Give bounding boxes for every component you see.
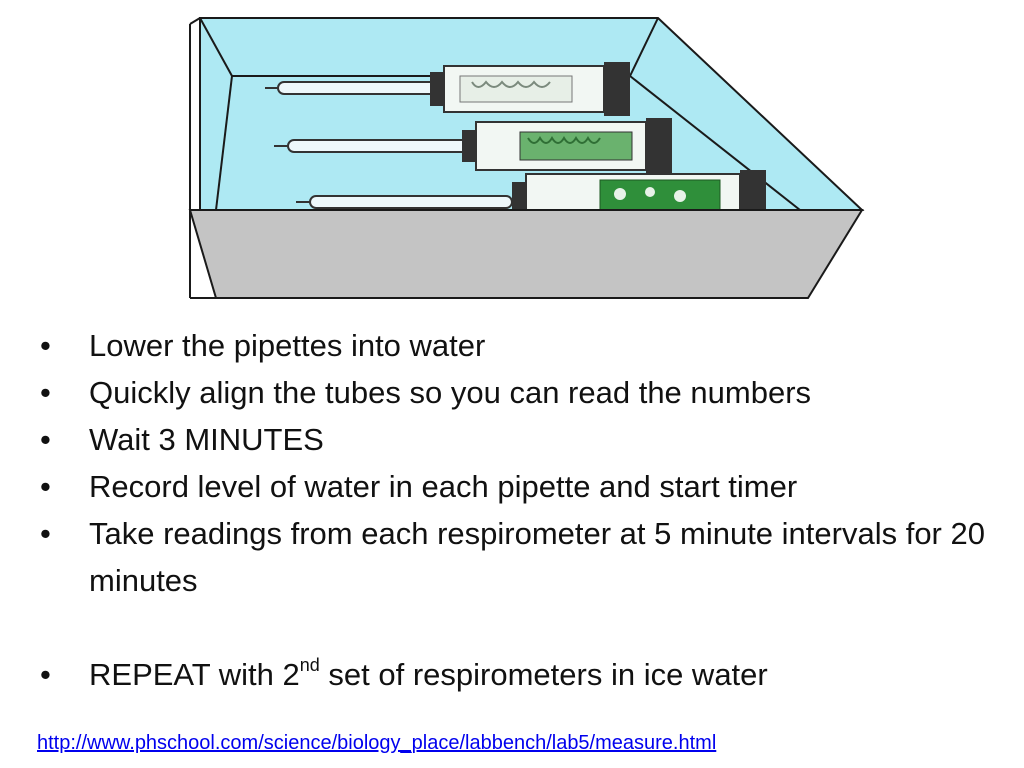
respirometer-1	[265, 62, 630, 116]
pipette-3	[309, 195, 513, 209]
instruction-text: Lower the pipettes into water	[89, 328, 486, 363]
list-item: • Take readings from each respirometer a…	[40, 510, 1000, 604]
list-spacer	[40, 604, 1000, 651]
instruction-list: • Lower the pipettes into water • Quickl…	[40, 322, 1000, 698]
list-item: • Quickly align the tubes so you can rea…	[40, 369, 1000, 416]
pipette-1	[277, 81, 441, 95]
bullet-marker: •	[40, 516, 51, 551]
respirometer-3	[296, 170, 766, 215]
list-item: • Lower the pipettes into water	[40, 322, 1000, 369]
list-item: • REPEAT with 2nd set of respirometers i…	[40, 651, 1000, 698]
bullet-marker: •	[40, 328, 51, 363]
bullet-marker: •	[40, 657, 51, 692]
instruction-text-start: REPEAT with 2	[89, 657, 300, 692]
instruction-text: Wait 3 MINUTES	[89, 422, 324, 457]
bullet-marker: •	[40, 422, 51, 457]
list-item: • Wait 3 MINUTES	[40, 416, 1000, 463]
instruction-text: Quickly align the tubes so you can read …	[89, 375, 812, 410]
bullet-marker: •	[40, 469, 51, 504]
respirometer-2	[274, 118, 672, 174]
list-item: • Record level of water in each pipette …	[40, 463, 1000, 510]
instruction-text: Take readings from each respirometer at …	[89, 516, 985, 598]
instruction-text: Record level of water in each pipette an…	[89, 469, 798, 504]
ordinal-superscript: nd	[299, 655, 320, 675]
water-bath-illustration	[188, 17, 865, 299]
tray-front-panel	[188, 209, 864, 299]
instruction-text-end: set of respirometers in ice water	[319, 657, 768, 692]
bullet-marker: •	[40, 375, 51, 410]
pipette-2	[287, 139, 471, 153]
source-link[interactable]: http://www.phschool.com/science/biology_…	[37, 732, 717, 754]
